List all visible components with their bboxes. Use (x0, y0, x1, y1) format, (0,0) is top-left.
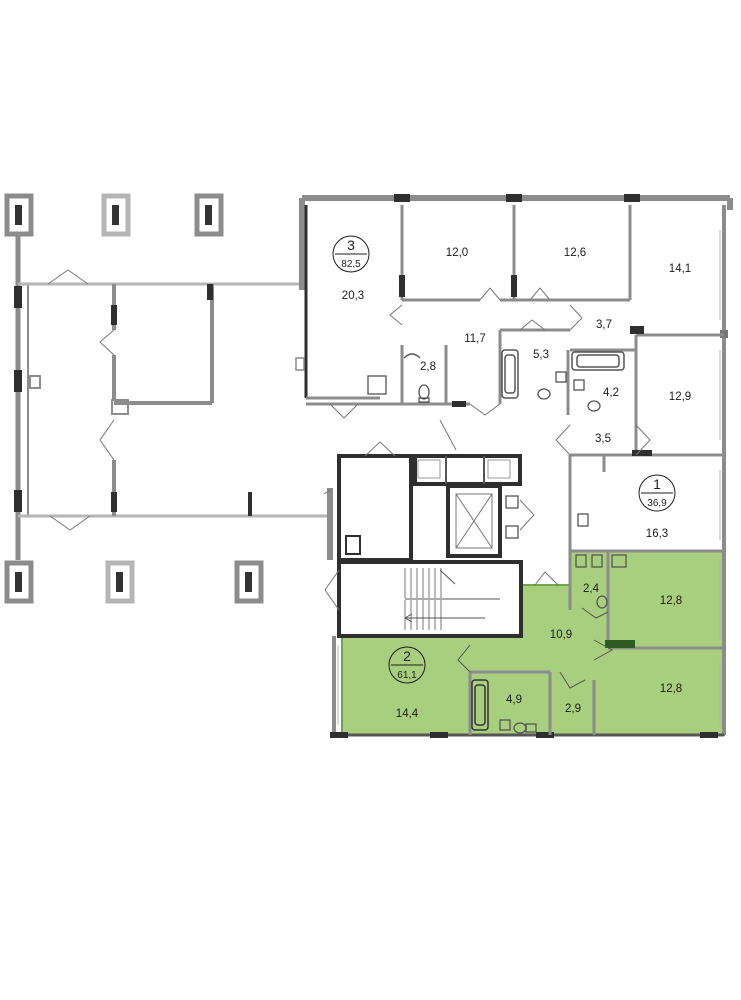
bathtub-icon (471, 679, 489, 731)
room-area-label: 12,6 (564, 247, 586, 259)
apartment-3-wall-accents (399, 275, 652, 456)
commercial-space-wall-accents (14, 284, 213, 512)
sink-icon (367, 353, 627, 733)
door-swing-icon (329, 287, 651, 456)
room-area-label: 5,3 (533, 349, 549, 361)
apartment-3-balcony (295, 357, 380, 400)
stair-arrow-icon (403, 569, 485, 623)
apartment-3-walls (306, 205, 724, 457)
apartment-3-badge[interactable]: 3 82,5 (332, 235, 370, 273)
column-icon (101, 193, 131, 237)
room-labels: 20,3 12,0 12,6 14,1 11,7 2,8 5,3 3,7 4,2… (342, 247, 691, 720)
apartment-number: 2 (403, 648, 411, 664)
apartment-area: 36,9 (647, 498, 667, 509)
room-area-label: 14,1 (669, 263, 691, 275)
room-area-label: 2,8 (420, 361, 436, 373)
room-area-label: 14,4 (396, 708, 419, 720)
room-area-label: 12,0 (446, 247, 468, 259)
column-icon (105, 560, 135, 604)
elevator-icon (455, 493, 493, 549)
door-swing-icon (323, 441, 559, 611)
room-area-label: 20,3 (342, 290, 364, 302)
apartment-number: 3 (347, 237, 355, 253)
apartment-area: 82,5 (341, 259, 361, 270)
apartment-1-walls (568, 455, 724, 553)
apartment-1-badge[interactable]: 1 36,9 (638, 474, 676, 512)
room-area-label: 12,9 (669, 391, 691, 403)
room-area-label: 11,7 (464, 333, 486, 345)
room-area-label: 12,8 (660, 683, 682, 695)
room-area-label: 3,7 (596, 319, 612, 331)
apartment-number: 1 (653, 476, 661, 492)
bathtub-icon (571, 351, 625, 371)
room-area-label: 2,4 (583, 583, 600, 595)
bathtub-icon (501, 349, 519, 399)
apartment-2-badge[interactable]: 2 61,1 (388, 646, 426, 684)
apartment-2-wall-accents (605, 640, 635, 648)
stair-core (327, 454, 523, 638)
apartment-area: 61,1 (397, 670, 417, 681)
columns (4, 193, 264, 604)
commercial-space-walls (15, 236, 330, 560)
door-swing-icon (47, 269, 115, 531)
room-area-label: 10,9 (550, 629, 572, 641)
room-area-label: 3,5 (595, 433, 611, 445)
column-icon (234, 560, 264, 604)
door-swing-icon (457, 607, 614, 689)
room-area-label: 4,2 (603, 387, 619, 399)
column-icon (4, 193, 34, 237)
toilet-icon (418, 384, 430, 403)
room-area-label: 2,9 (565, 703, 581, 715)
room-area-label: 12,8 (660, 595, 682, 607)
windows (337, 230, 721, 725)
room-area-label: 16,3 (646, 528, 668, 540)
column-icon (4, 560, 34, 604)
room-area-label: 4,9 (506, 694, 522, 706)
stairs (404, 568, 500, 630)
column-icon (194, 193, 224, 237)
